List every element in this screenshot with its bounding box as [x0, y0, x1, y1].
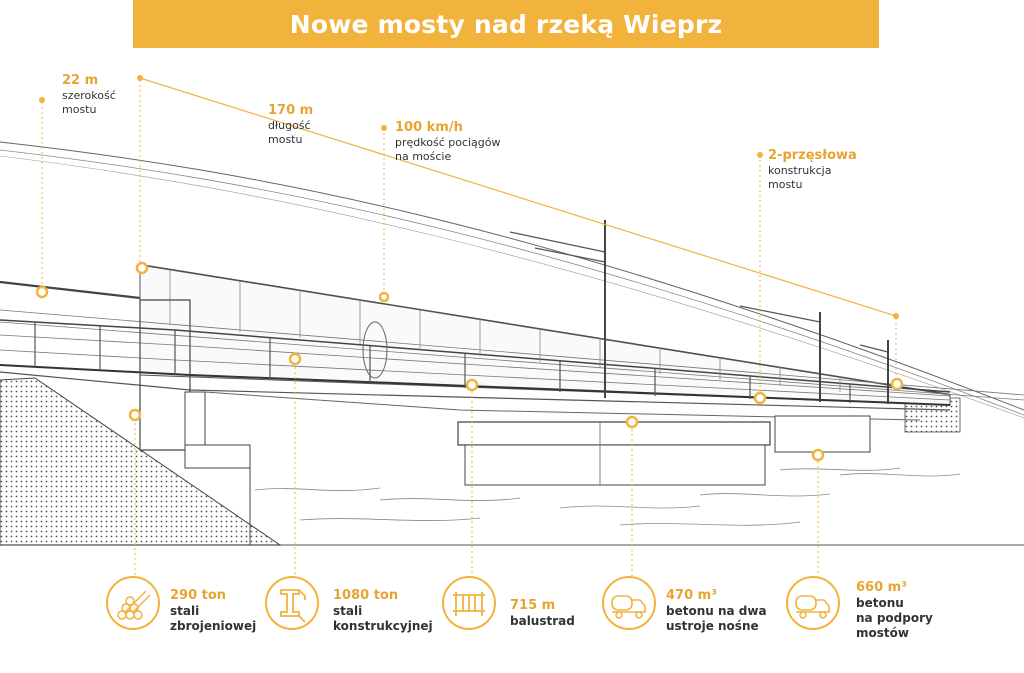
stat-concrete-decks: 470 m³ betonu na dwa ustroje nośne [666, 588, 767, 634]
stat-structural-steel-value: 1080 ton [333, 588, 399, 603]
callout-speed: 100 km/h prędkość pociągów na moście [395, 120, 501, 164]
stat-structural-steel-line1: stali [333, 604, 363, 618]
callout-spans-text1: konstrukcja [768, 164, 832, 177]
callout-width-value: 22 m [62, 73, 99, 88]
stat-railings-value: 715 m [510, 598, 556, 613]
stat-concrete-supports-line2: na podpory [856, 611, 933, 625]
callout-length-text2: mostu [268, 133, 303, 146]
callout-spans-text2: mostu [768, 178, 803, 191]
callout-spans-value: 2-przęsłowa [768, 148, 857, 163]
steel-beam-icon [265, 576, 319, 630]
railing-icon [442, 576, 496, 630]
rebar-bundle-icon [106, 576, 160, 630]
callout-speed-value: 100 km/h [395, 120, 463, 135]
stat-concrete-supports: 660 m³ betonu na podpory mostów [856, 580, 933, 641]
stat-concrete-decks-value: 470 m³ [666, 588, 717, 603]
stat-rebar: 290 ton stali zbrojeniowej [170, 588, 256, 634]
callout-width-text1: szerokość [62, 89, 116, 102]
concrete-mixer-icon [602, 576, 656, 630]
stat-rebar-line1: stali [170, 604, 200, 618]
callout-length: 170 m długość mostu [268, 103, 313, 147]
stat-rebar-line2: zbrojeniowej [170, 619, 257, 633]
stat-railings: 715 m balustrad [510, 598, 575, 629]
callout-speed-text2: na moście [395, 150, 452, 163]
stat-structural-steel: 1080 ton stali konstrukcyjnej [333, 588, 433, 634]
title-banner: Nowe mosty nad rzeką Wieprz [133, 0, 879, 48]
stat-railings-line1: balustrad [510, 614, 575, 628]
stat-concrete-decks-line1: betonu na dwa [666, 604, 767, 618]
callout-spans: 2-przęsłowa konstrukcja mostu [768, 148, 857, 192]
stat-structural-steel-line2: konstrukcyjnej [333, 619, 433, 633]
stat-concrete-decks-line2: ustroje nośne [666, 619, 759, 633]
concrete-mixer-icon [786, 576, 840, 630]
callout-length-text1: długość [268, 119, 311, 132]
stat-concrete-supports-line1: betonu [856, 596, 904, 610]
callout-width-text2: mostu [62, 103, 97, 116]
callout-length-value: 170 m [268, 103, 314, 118]
stat-rebar-value: 290 ton [170, 588, 227, 603]
stat-concrete-supports-line3: mostów [856, 626, 909, 640]
page-title: Nowe mosty nad rzeką Wieprz [289, 9, 723, 39]
stat-concrete-supports-value: 660 m³ [856, 580, 907, 595]
callout-speed-text1: prędkość pociągów [395, 136, 501, 149]
callout-width: 22 m szerokość mostu [62, 73, 116, 117]
